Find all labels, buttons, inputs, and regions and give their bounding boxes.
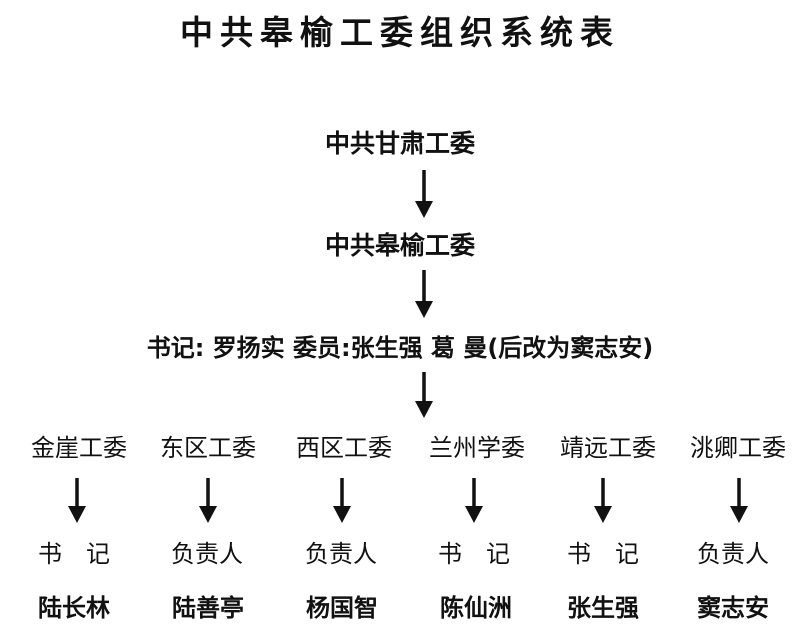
branch-role: 书 记 bbox=[38, 540, 110, 568]
branch-role: 负责人 bbox=[697, 540, 769, 568]
branch-role: 负责人 bbox=[171, 540, 243, 568]
branch-person: 张生强 bbox=[567, 594, 639, 622]
branch-person: 陆善亭 bbox=[172, 594, 244, 622]
arrow-down-icon bbox=[68, 478, 86, 523]
arrow-down-icon bbox=[465, 478, 483, 523]
arrow-down-icon bbox=[333, 478, 351, 523]
branch-person: 窦志安 bbox=[697, 594, 769, 622]
branch-name: 靖远工委 bbox=[560, 434, 656, 462]
branch-name: 洮卿工委 bbox=[690, 434, 786, 462]
branch-role: 负责人 bbox=[305, 540, 377, 568]
branch-role: 书 记 bbox=[438, 540, 510, 568]
arrow-down-icon bbox=[730, 478, 748, 523]
branch-name: 兰州学委 bbox=[429, 434, 525, 462]
arrow-down-icon bbox=[415, 170, 433, 218]
branch-person: 杨国智 bbox=[306, 594, 378, 622]
node-gansu-committee: 中共甘肃工委 bbox=[324, 129, 475, 158]
branch-person: 陆长林 bbox=[38, 594, 110, 622]
arrow-down-icon bbox=[199, 478, 217, 523]
node-gaoyu-committee: 中共皋榆工委 bbox=[324, 231, 475, 260]
node-leadership: 书记: 罗扬实 委员:张生强 葛 曼(后改为窦志安) bbox=[146, 334, 654, 362]
branch-person: 陈仙洲 bbox=[440, 594, 512, 622]
arrow-down-icon bbox=[415, 372, 433, 418]
branch-name: 金崖工委 bbox=[31, 434, 127, 462]
diagram-title: 中共皋榆工委组织系统表 bbox=[180, 13, 620, 52]
arrow-down-icon bbox=[594, 478, 612, 523]
branch-name: 东区工委 bbox=[160, 434, 256, 462]
branch-role: 书 记 bbox=[567, 540, 639, 568]
arrow-down-icon bbox=[415, 270, 433, 318]
branch-name: 西区工委 bbox=[296, 434, 392, 462]
